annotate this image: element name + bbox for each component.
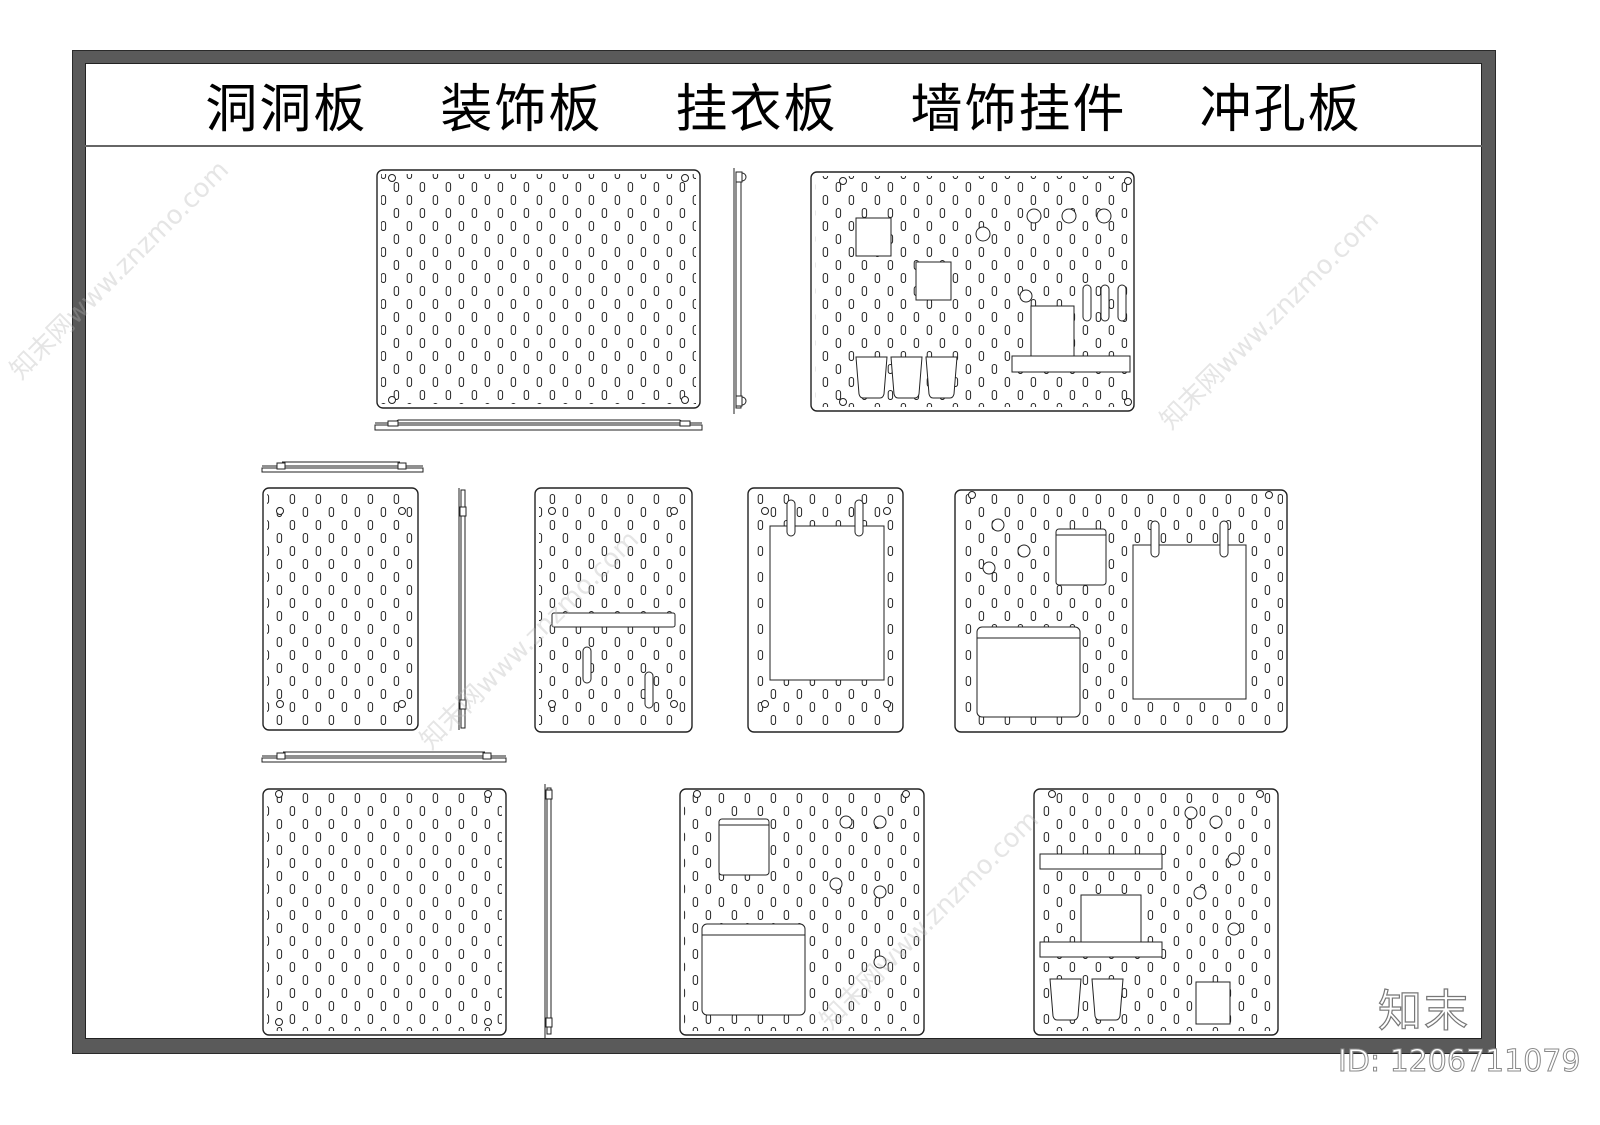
pegboard-tall-top [261,461,424,473]
pegboard-square-shelves [1033,788,1279,1036]
pegboard-large-top [374,419,703,431]
pegboard-square-front [262,788,507,1036]
pegboard-square-bins [679,788,925,1036]
pegboard-tall-front [262,487,419,731]
watermark-logo: 知末 [1377,985,1470,1037]
pegboard-tall-shelf [534,487,693,733]
pegboard-square-top [261,751,507,763]
pegboard-tall-side [458,488,467,730]
pegboard-large-front [376,169,701,409]
watermark-id: ID: 1206711079 [1337,1044,1581,1080]
pegboard-square-side [544,784,553,1038]
pegboard-wide-accessorized [954,489,1288,733]
pegboard-tall-frame [747,487,904,733]
title-bar: 洞洞板 装饰板 挂衣板 墙饰挂件 冲孔板 [85,63,1482,147]
pegboard-large-accessorized [810,171,1135,412]
pegboard-large-side [733,168,747,414]
page-title: 洞洞板 装饰板 挂衣板 墙饰挂件 冲孔板 [205,79,1362,140]
